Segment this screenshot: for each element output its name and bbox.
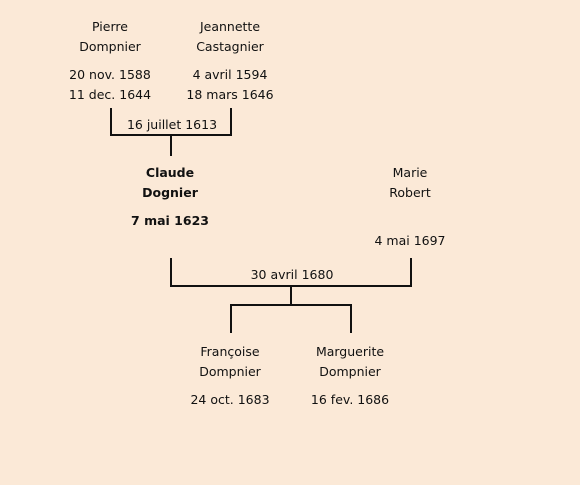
- birth-date: 24 oct. 1683: [190, 392, 270, 407]
- connector-line: [110, 108, 112, 136]
- death-date: 18 mars 1646: [186, 87, 274, 102]
- connector-line: [170, 258, 172, 287]
- first-name: Marie: [392, 165, 428, 180]
- last-name: Castagnier: [196, 39, 264, 54]
- person-marie-robert: Marie Robert 4 mai 1697: [340, 163, 480, 251]
- last-name: Dompnier: [319, 364, 381, 379]
- birth-date: 16 fev. 1686: [310, 392, 390, 407]
- connector-line: [410, 258, 412, 287]
- first-name: Françoise: [200, 344, 260, 359]
- last-name: Dognier: [142, 185, 198, 200]
- children-bar: [230, 304, 352, 306]
- birth-date: 7 mai 1623: [131, 213, 209, 228]
- person-claude-dognier: Claude Dognier 7 mai 1623: [100, 163, 240, 231]
- person-francoise-dompnier: Françoise Dompnier 24 oct. 1683: [160, 342, 300, 410]
- birth-date: 20 nov. 1588: [69, 67, 151, 82]
- marriage-date: 30 avril 1680: [240, 267, 344, 283]
- first-name: Jeannette: [199, 19, 261, 34]
- first-name: Claude: [145, 165, 195, 180]
- last-name: Robert: [389, 185, 431, 200]
- connector-line: [230, 304, 232, 333]
- birth-date: 4 avril 1594: [192, 67, 268, 82]
- death-date: 4 mai 1697: [374, 233, 446, 248]
- last-name: Dompnier: [199, 364, 261, 379]
- death-date: 11 dec. 1644: [68, 87, 152, 102]
- connector-line: [350, 304, 352, 333]
- descent-line: [170, 134, 172, 156]
- last-name: Dompnier: [79, 39, 141, 54]
- person-jeannette-castagnier: Jeannette Castagnier 4 avril 1594 18 mar…: [160, 17, 300, 105]
- marriage-date: 16 juillet 1613: [120, 117, 224, 133]
- connector-line: [230, 108, 232, 136]
- descent-line: [290, 285, 292, 305]
- person-pierre-dompnier: Pierre Dompnier 20 nov. 1588 11 dec. 164…: [40, 17, 180, 105]
- first-name: Pierre: [92, 19, 128, 34]
- person-marguerite-dompnier: Marguerite Dompnier 16 fev. 1686: [280, 342, 420, 410]
- first-name: Marguerite: [315, 344, 385, 359]
